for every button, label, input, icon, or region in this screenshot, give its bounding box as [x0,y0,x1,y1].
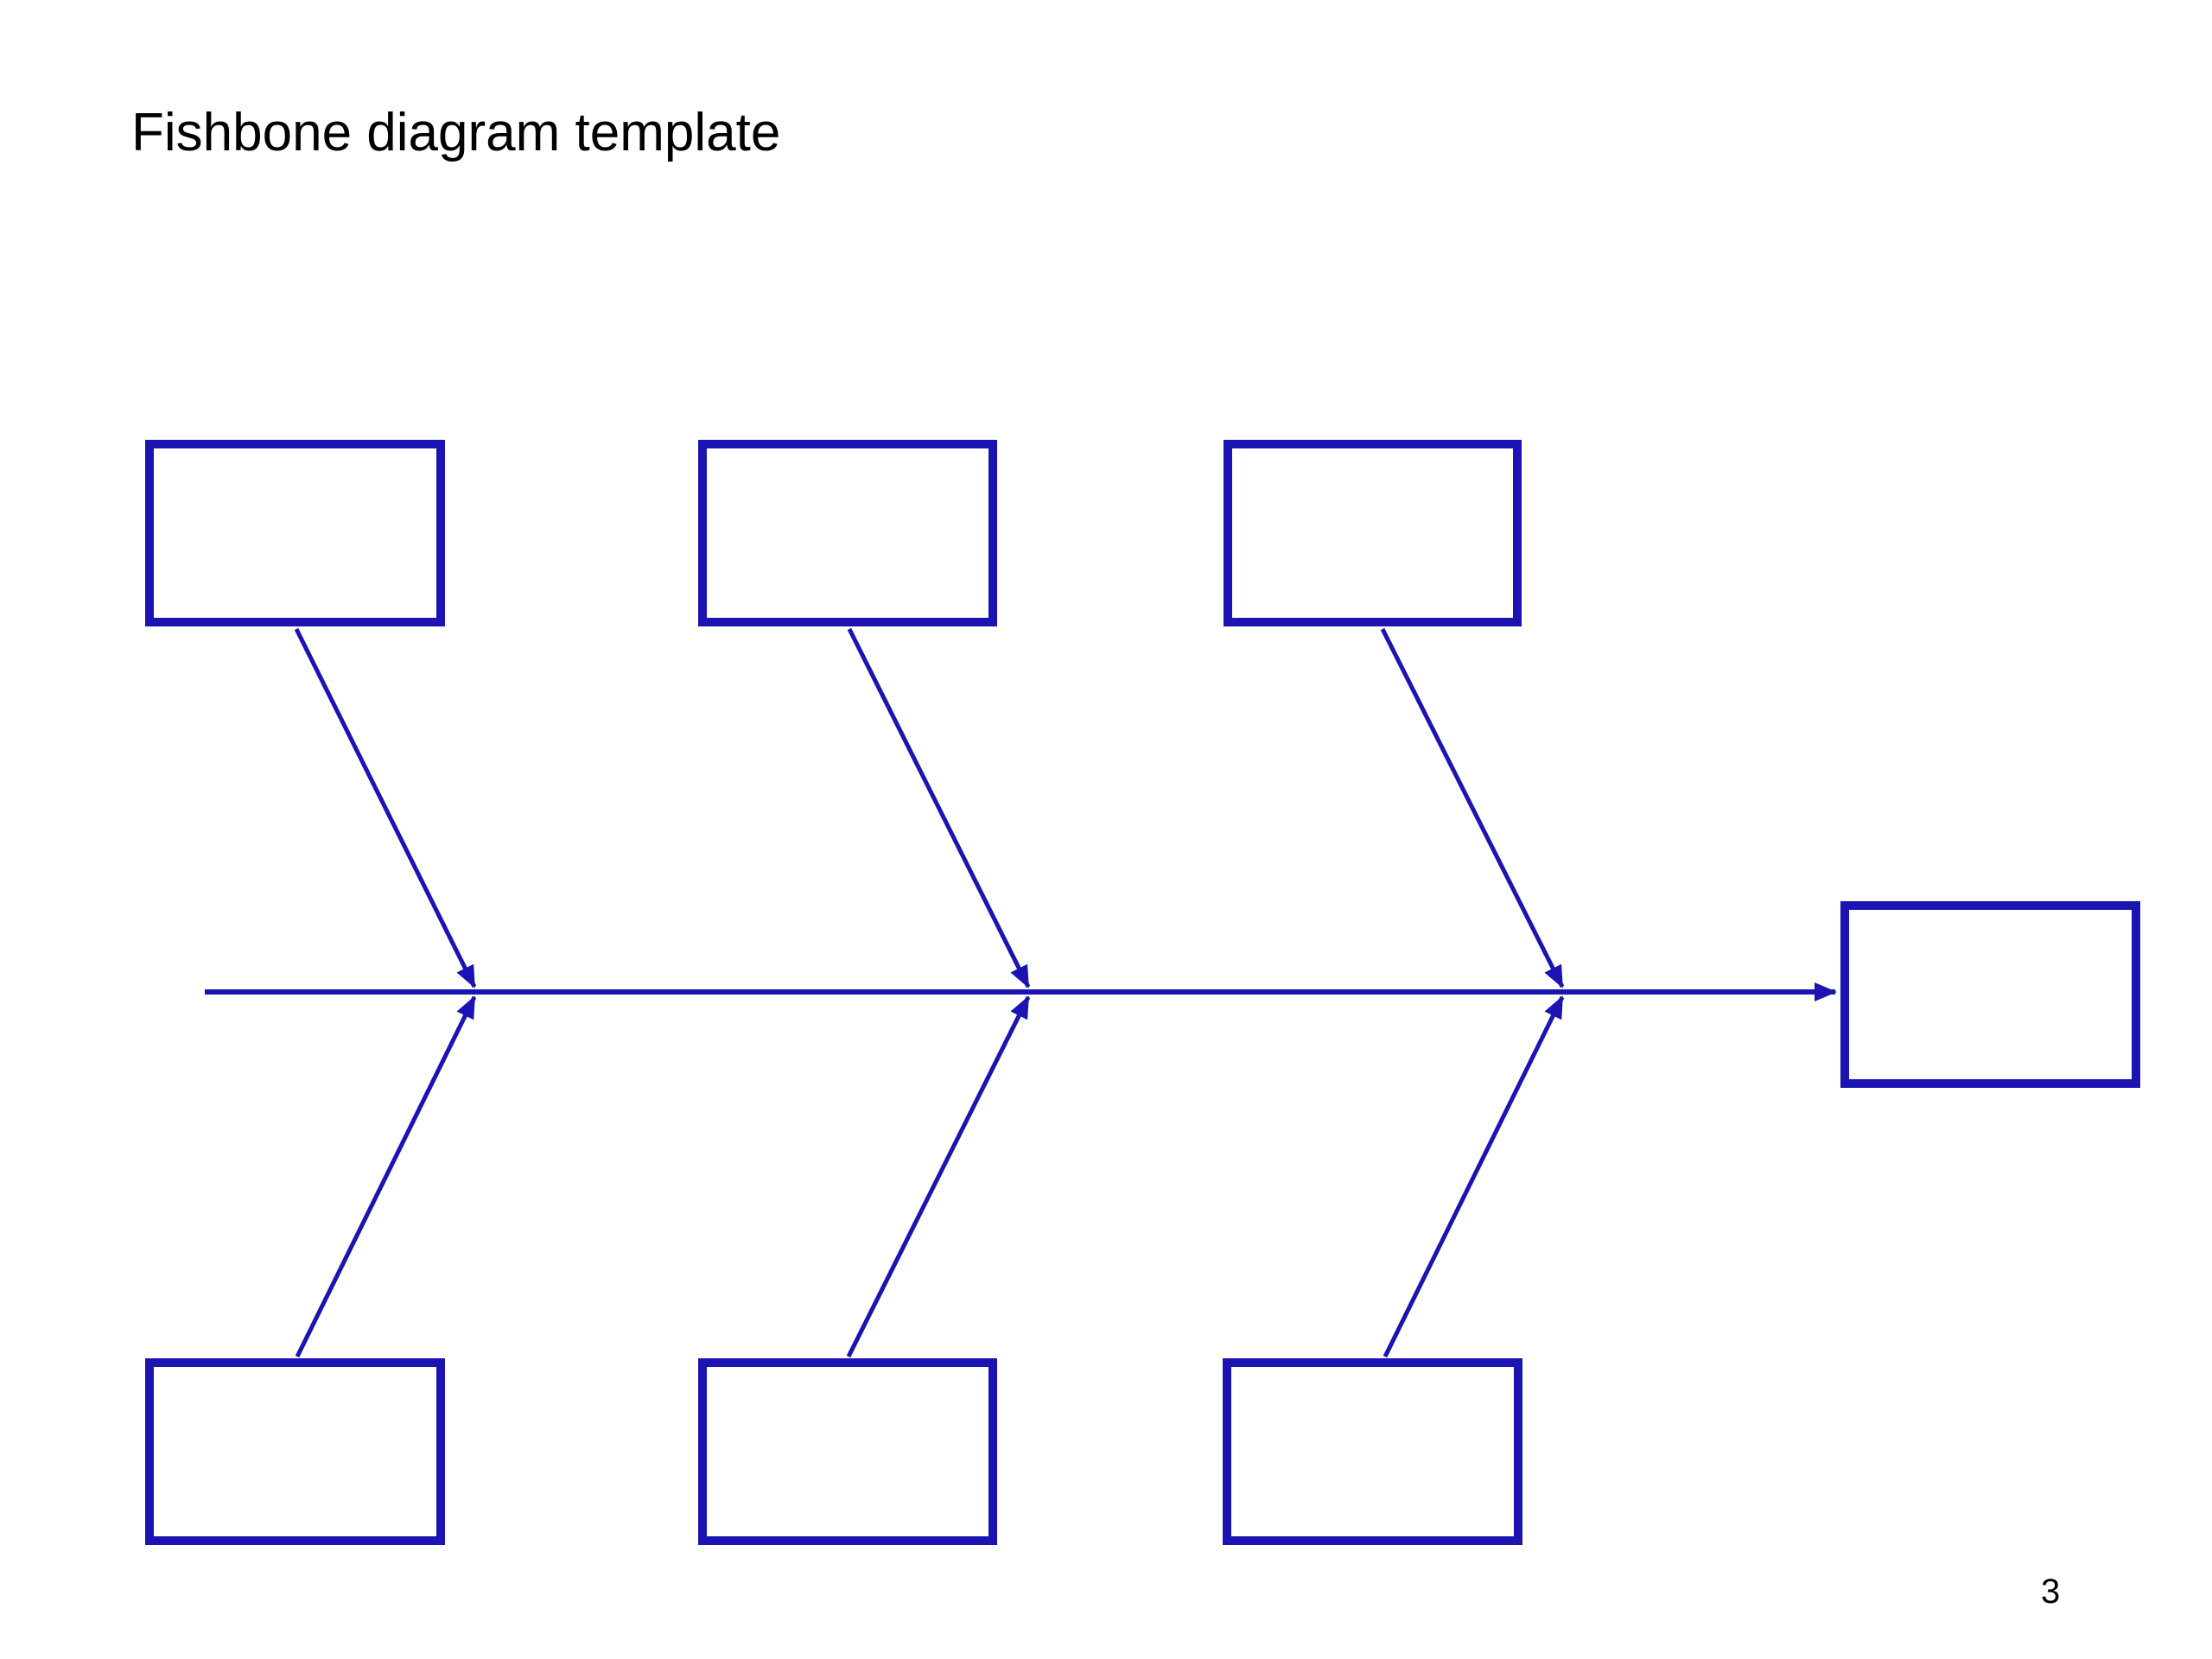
cause-box-top-3[interactable] [1224,440,1522,626]
bone-arrow-bottom-2 [846,995,1031,1358]
effect-box[interactable] [1840,901,2140,1088]
cause-box-top-2[interactable] [698,440,997,626]
page-title: Fishbone diagram template [131,103,781,162]
cause-box-bottom-2[interactable] [698,1358,997,1545]
bone-arrow-top-3 [1380,627,1565,988]
bone-arrow-top-1 [294,627,477,988]
cause-box-top-1[interactable] [145,440,445,626]
cause-box-bottom-3[interactable] [1223,1358,1522,1545]
bone-arrow-bottom-1 [295,995,477,1358]
bone-arrow-bottom-3 [1382,995,1565,1358]
cause-box-bottom-1[interactable] [145,1358,445,1545]
page-number: 3 [2041,1573,2061,1611]
bone-arrow-top-2 [847,627,1031,988]
